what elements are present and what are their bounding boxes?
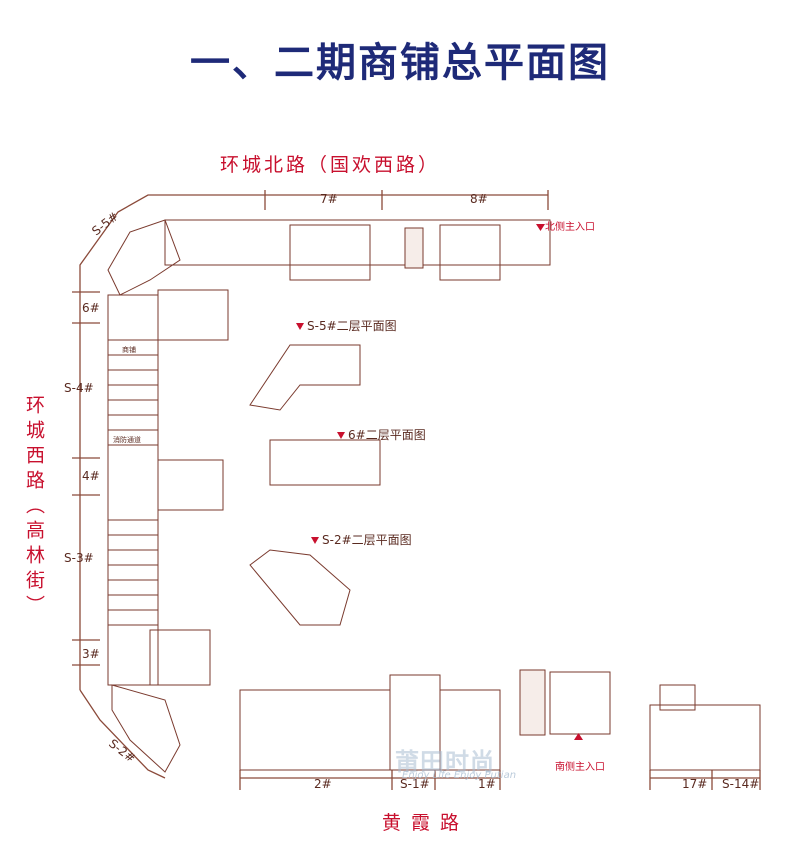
watermark: 莆田时尚 bbox=[395, 748, 495, 776]
floor2-label-6: 6#二层平面图 bbox=[348, 428, 426, 442]
dimension-lines bbox=[72, 190, 761, 790]
zone-label-n8: 8# bbox=[470, 192, 488, 206]
watermark-subtitle: Enjoy Life Enjoy Putian bbox=[402, 770, 517, 781]
building-outlines bbox=[107, 219, 761, 773]
zone-label-w4: 4# bbox=[82, 469, 100, 483]
zone-label-w3: 3# bbox=[82, 647, 100, 661]
northwest-corner-block bbox=[107, 219, 181, 296]
zone-label-n7: 7# bbox=[320, 192, 338, 206]
s2-floor2-plan bbox=[249, 549, 351, 626]
floor2-label-s5: S-5#二层平面图 bbox=[307, 319, 397, 333]
zone-label-s14: S-14# bbox=[722, 777, 759, 791]
zone-label-w6: 6# bbox=[82, 301, 100, 315]
zone-label-b2: 2# bbox=[314, 777, 332, 791]
floor2-label-s2: S-2#二层平面图 bbox=[322, 533, 412, 547]
page-title: 一、二期商铺总平面图 bbox=[190, 40, 610, 86]
zone-label-s4: S-4# bbox=[64, 381, 94, 395]
road-label-south: 黄霞路 bbox=[382, 812, 470, 834]
southwest-dimension-line bbox=[79, 689, 166, 779]
zone-label-s3: S-3# bbox=[64, 551, 94, 565]
s5-floor2-plan bbox=[249, 344, 361, 411]
building6-floor2-plan bbox=[269, 439, 381, 486]
north-dimension-line bbox=[79, 194, 548, 292]
zone-label-s1: S-1# bbox=[400, 777, 430, 791]
north-entrance-label: 北侧主入口 bbox=[545, 220, 595, 233]
southwest-corner-block bbox=[111, 684, 181, 773]
zone-label-b1: 1# bbox=[478, 777, 496, 791]
shop-label: 商铺 bbox=[122, 345, 136, 354]
fire-lane-label: 消防通道 bbox=[113, 435, 141, 444]
zone-label-b17: 17# bbox=[682, 777, 707, 791]
zone-label-s2: S-2# bbox=[106, 736, 138, 765]
road-label-north: 环城北路（国欢西路） bbox=[220, 154, 441, 176]
entrance-markers bbox=[296, 224, 583, 740]
south-entrance-label: 南侧主入口 bbox=[555, 760, 605, 773]
road-label-west: 环城西路（高林街） bbox=[23, 395, 45, 620]
north-shop-block bbox=[164, 219, 551, 266]
south-shop-block bbox=[239, 689, 391, 771]
